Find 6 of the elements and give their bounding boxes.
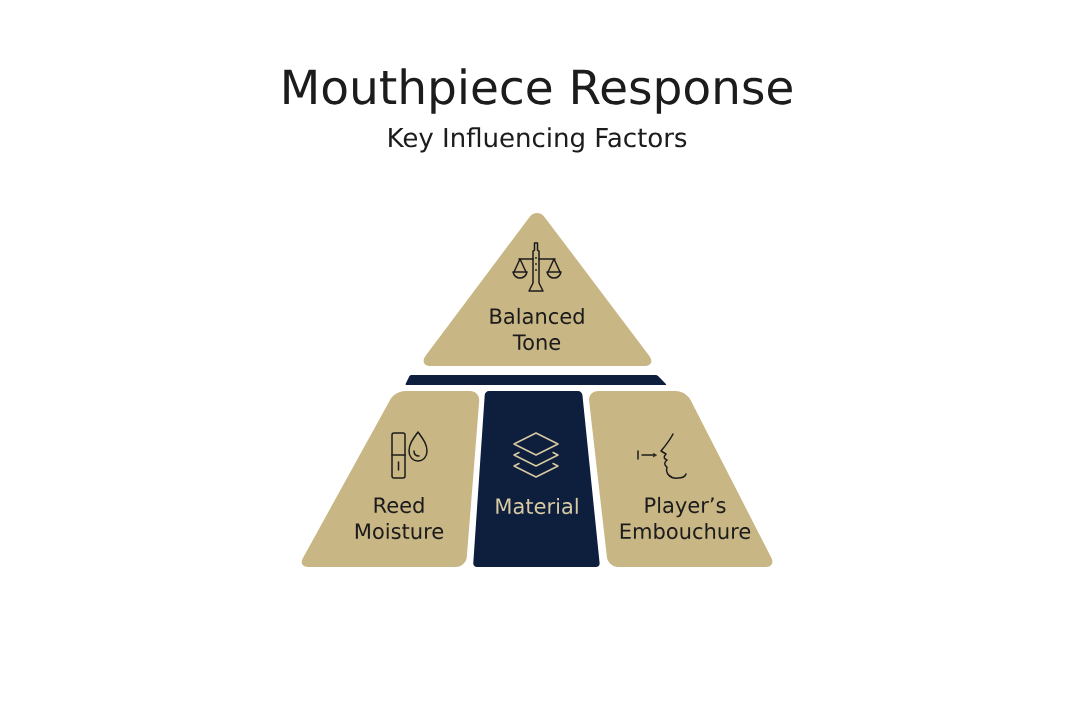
pyramid-tier: Reed Moisture: [301, 391, 480, 567]
pyramid-tier: Material: [473, 391, 600, 567]
pyramid-tier: Player’s Embouchure: [589, 391, 773, 567]
title: Mouthpiece Response: [284, 68, 792, 114]
subtitle: Key Influencing Factors: [389, 127, 687, 153]
pyramid-tier: Balanced Tone: [423, 213, 652, 366]
